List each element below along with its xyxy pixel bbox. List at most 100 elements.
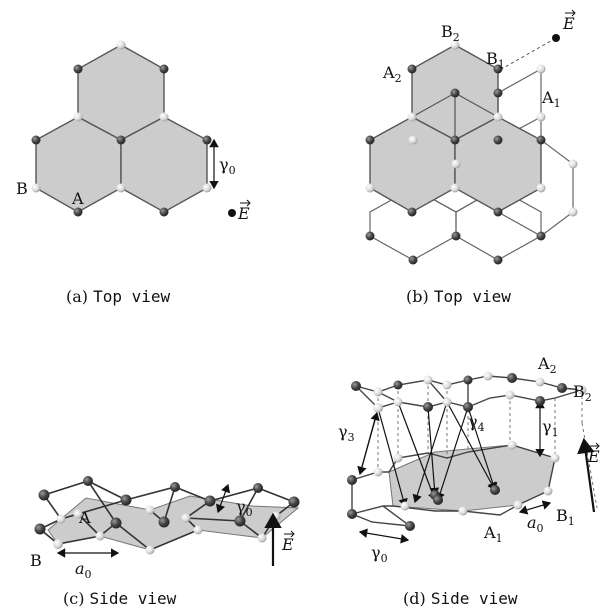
- gamma0-arrow: [215, 483, 231, 514]
- label-A1: A1: [541, 88, 561, 110]
- atom-dark: [347, 509, 357, 519]
- atom-dark: [204, 495, 216, 507]
- atom-dark: [451, 231, 461, 241]
- atom-dark: [493, 207, 503, 217]
- atom-light: [451, 159, 461, 169]
- atom-light: [116, 183, 126, 193]
- atom-dark: [463, 375, 473, 385]
- atom-light: [193, 525, 203, 535]
- atom-dark: [73, 207, 83, 217]
- atom-light: [400, 501, 410, 511]
- atom-light: [458, 506, 468, 516]
- label-B1: B1: [556, 506, 575, 528]
- atom-light: [181, 513, 191, 523]
- atoms-a: [31, 40, 212, 217]
- E-direction-dashed: [411, 37, 557, 121]
- atom-dark: [535, 396, 545, 406]
- label-E: E: [281, 535, 294, 554]
- caption-c: (c) Side view: [63, 589, 177, 608]
- atom-dark: [393, 380, 403, 390]
- atom-dark: [365, 135, 375, 145]
- atom-light: [568, 159, 578, 169]
- panel-b: E B2 B1 A2 A1: [365, 9, 578, 265]
- E-field-dot: [228, 209, 236, 217]
- label-A: A: [71, 189, 84, 208]
- atom-light: [550, 453, 560, 463]
- atom-dark: [493, 64, 503, 74]
- atom-dark: [73, 64, 83, 74]
- atom-dark: [557, 383, 567, 393]
- atom-light: [450, 183, 460, 193]
- E-field-arrow: [577, 437, 596, 513]
- label-B2: B2: [573, 382, 592, 404]
- label-A2: A2: [537, 354, 557, 376]
- atom-dark: [450, 88, 460, 98]
- atom-light: [257, 533, 267, 543]
- atom-dark: [493, 88, 503, 98]
- label-gamma0: γ0: [236, 497, 253, 519]
- atom-light: [442, 380, 452, 390]
- atom-light: [73, 112, 83, 122]
- vector-arrow-icon: [284, 530, 295, 538]
- atom-dark: [450, 135, 460, 145]
- panel-a: B A γ0 E: [16, 40, 251, 223]
- atom-dark: [34, 523, 46, 535]
- atom-dark: [170, 482, 180, 492]
- atom-dark: [347, 475, 357, 485]
- label-gamma0: γ0: [371, 543, 388, 565]
- atom-light: [373, 387, 383, 397]
- label-E: E: [562, 14, 575, 33]
- atom-dark: [253, 483, 263, 493]
- atom-light: [507, 440, 517, 450]
- atom-dark: [288, 496, 300, 508]
- caption-a: (a) Top view: [66, 287, 171, 306]
- atom-light: [373, 467, 383, 477]
- atom-dark: [407, 64, 417, 74]
- atom-light: [543, 486, 553, 496]
- atom-dark: [38, 489, 50, 501]
- vector-arrow-icon: [589, 442, 600, 450]
- label-E: E: [587, 447, 600, 466]
- atom-dark: [159, 207, 169, 217]
- atom-dark: [83, 476, 93, 486]
- a0-arrow: [518, 500, 552, 515]
- atom-light: [159, 112, 169, 122]
- caption-b: (b) Top view: [406, 287, 511, 306]
- atom-light: [95, 531, 105, 541]
- atom-dark: [493, 255, 503, 265]
- label-gamma4: γ4: [468, 412, 485, 434]
- atom-light: [513, 500, 523, 510]
- atom-light: [145, 545, 155, 555]
- caption-d: (d) Side view: [403, 589, 518, 608]
- atom-dark: [433, 495, 443, 505]
- panel-d: γ0 a0 γ3 γ4 γ1 A2 B2 B1 A1 E: [338, 354, 600, 565]
- atom-light: [442, 397, 452, 407]
- atom-light: [505, 390, 515, 400]
- atom-dark: [234, 515, 246, 527]
- atom-light: [493, 112, 503, 122]
- atom-light: [393, 397, 403, 407]
- atom-light: [483, 371, 493, 381]
- label-B: B: [30, 551, 42, 570]
- label-a0: a0: [527, 513, 544, 535]
- atom-light: [365, 183, 375, 193]
- atom-dark: [536, 231, 546, 241]
- label-a0: a0: [75, 559, 92, 581]
- atom-light: [73, 509, 83, 519]
- atom-light: [56, 514, 66, 524]
- atom-light: [450, 40, 460, 50]
- atom-dark: [31, 135, 41, 145]
- atom-dark: [116, 135, 126, 145]
- atom-dark: [407, 207, 417, 217]
- atom-dark: [351, 381, 361, 391]
- atom-dark: [158, 516, 170, 528]
- vector-arrow-icon: [565, 9, 576, 17]
- atom-light: [408, 135, 418, 145]
- atom-light: [568, 207, 578, 217]
- atom-dark: [536, 135, 546, 145]
- label-B: B: [16, 179, 28, 198]
- label-A2: A2: [382, 63, 402, 85]
- label-E: E: [237, 204, 250, 223]
- vector-arrow-icon: [240, 199, 251, 207]
